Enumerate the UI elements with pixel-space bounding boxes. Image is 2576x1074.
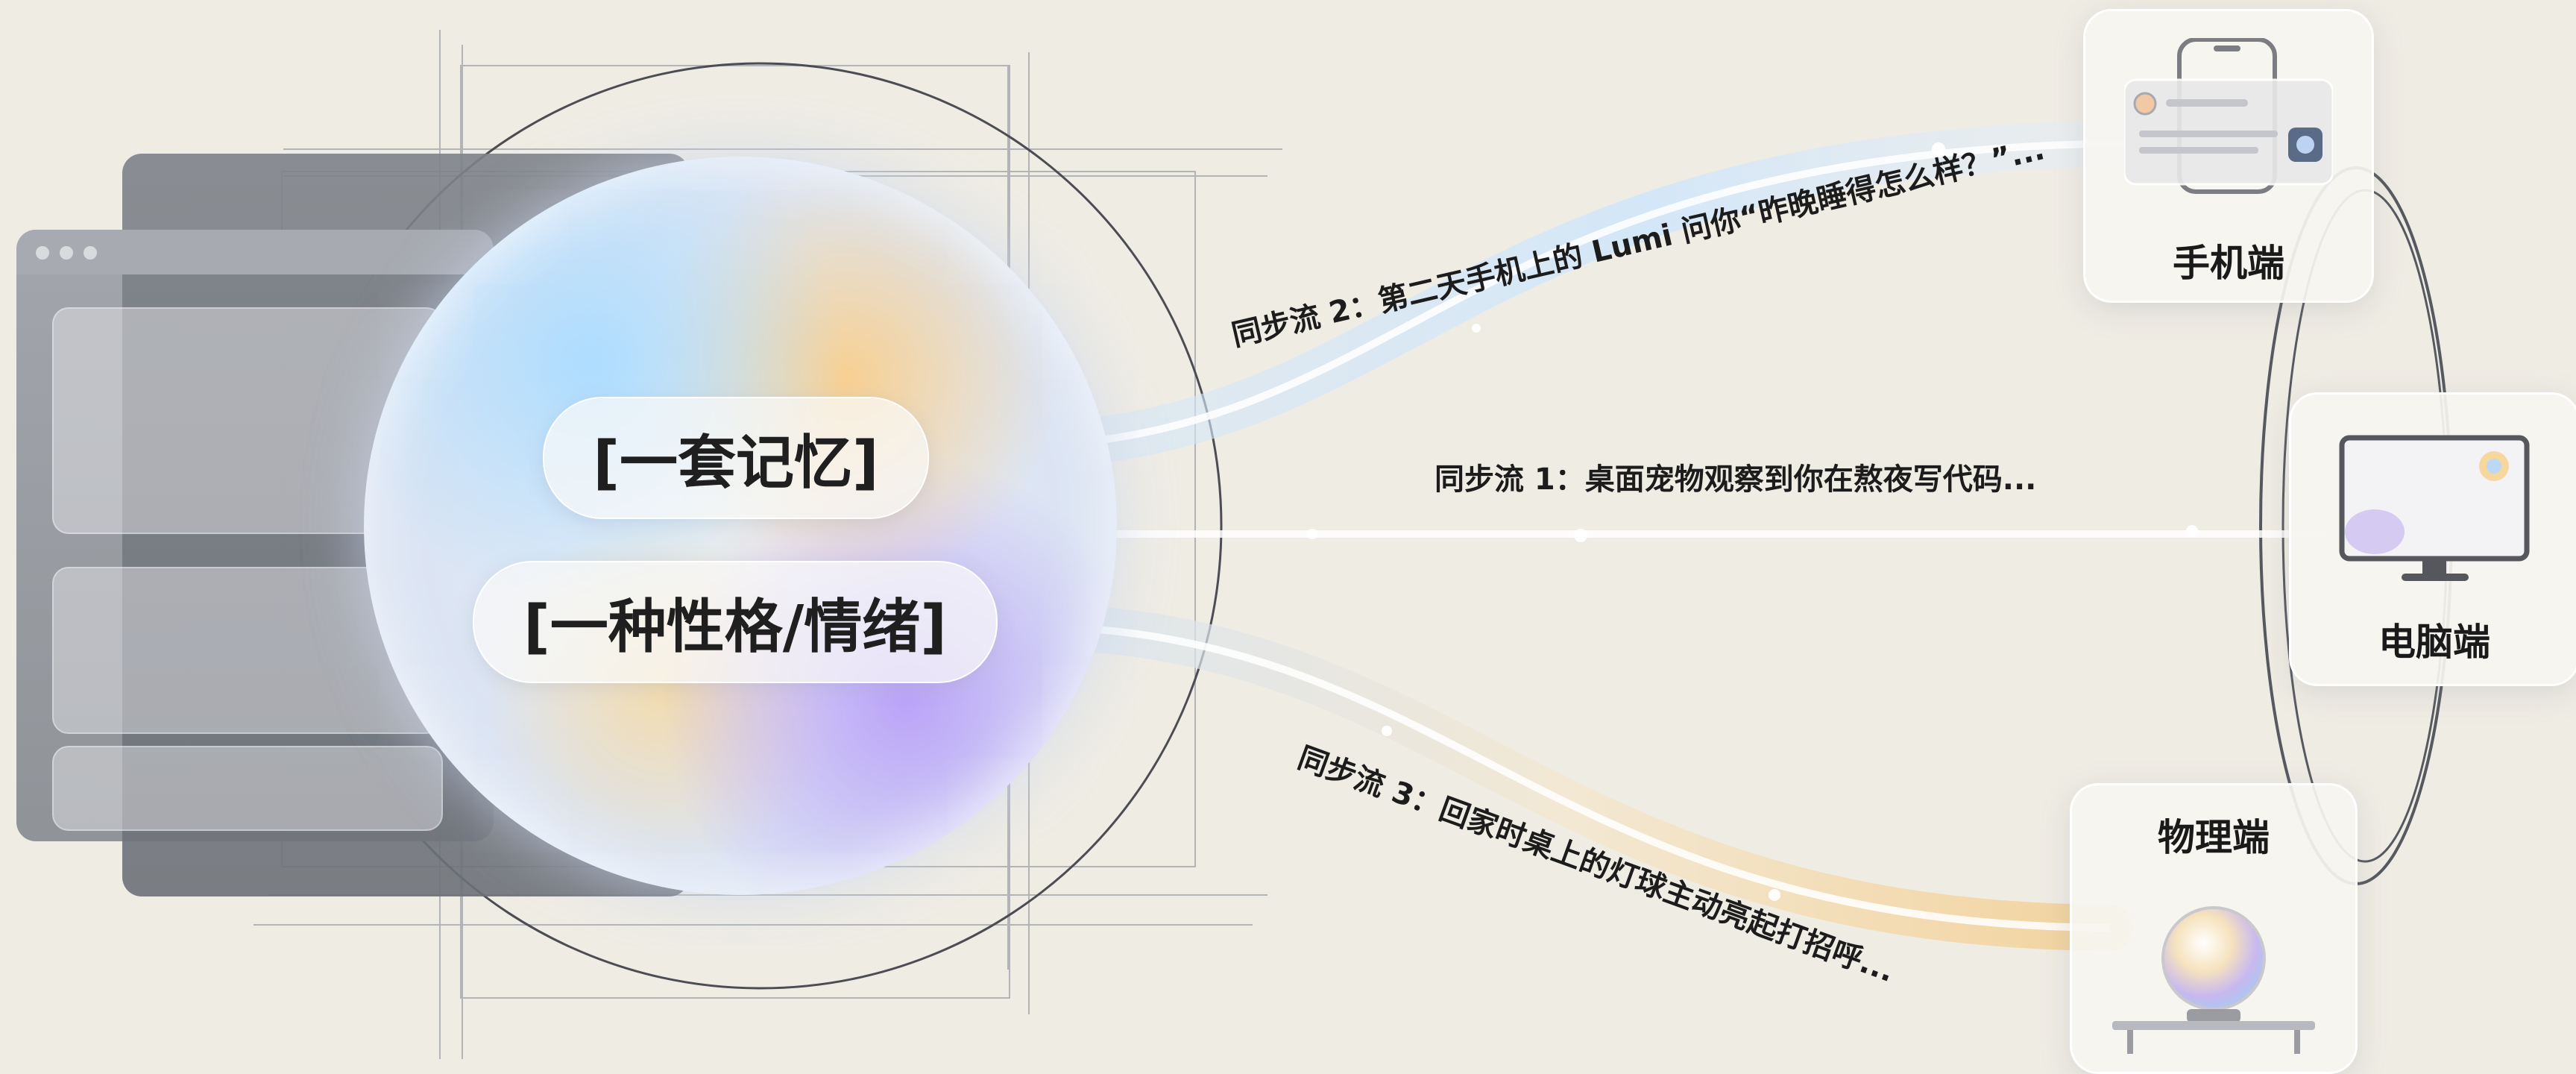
window-close-dot: [36, 246, 49, 260]
sync-flow-2-ribbon: [1036, 120, 2155, 468]
pc-label: 电脑端: [2378, 621, 2490, 664]
smartphone-icon: [2124, 38, 2333, 194]
window-content-panel: [52, 746, 443, 831]
phone-device-card: 手机端: [2083, 9, 2374, 303]
memory-core-sphere: [364, 157, 1117, 895]
physical-device-card: 物理端: [2070, 783, 2358, 1074]
glow-orb-lamp-icon: [2112, 906, 2315, 1054]
pc-device-card: 电脑端: [2289, 392, 2576, 686]
memory-label: [一套记忆]: [543, 397, 929, 519]
sync-flow-1-label: 同步流 1：桌面宠物观察到你在熬夜写代码...: [1435, 462, 2037, 497]
sync-flow-3-ribbon: [1028, 603, 2133, 951]
physical-label: 物理端: [2158, 816, 2270, 859]
window-minimize-dot: [60, 246, 73, 260]
personality-label: [一种性格/情绪]: [473, 561, 998, 683]
phone-label: 手机端: [2173, 242, 2284, 285]
window-maximize-dot: [84, 246, 97, 260]
monitor-icon: [2339, 435, 2530, 581]
